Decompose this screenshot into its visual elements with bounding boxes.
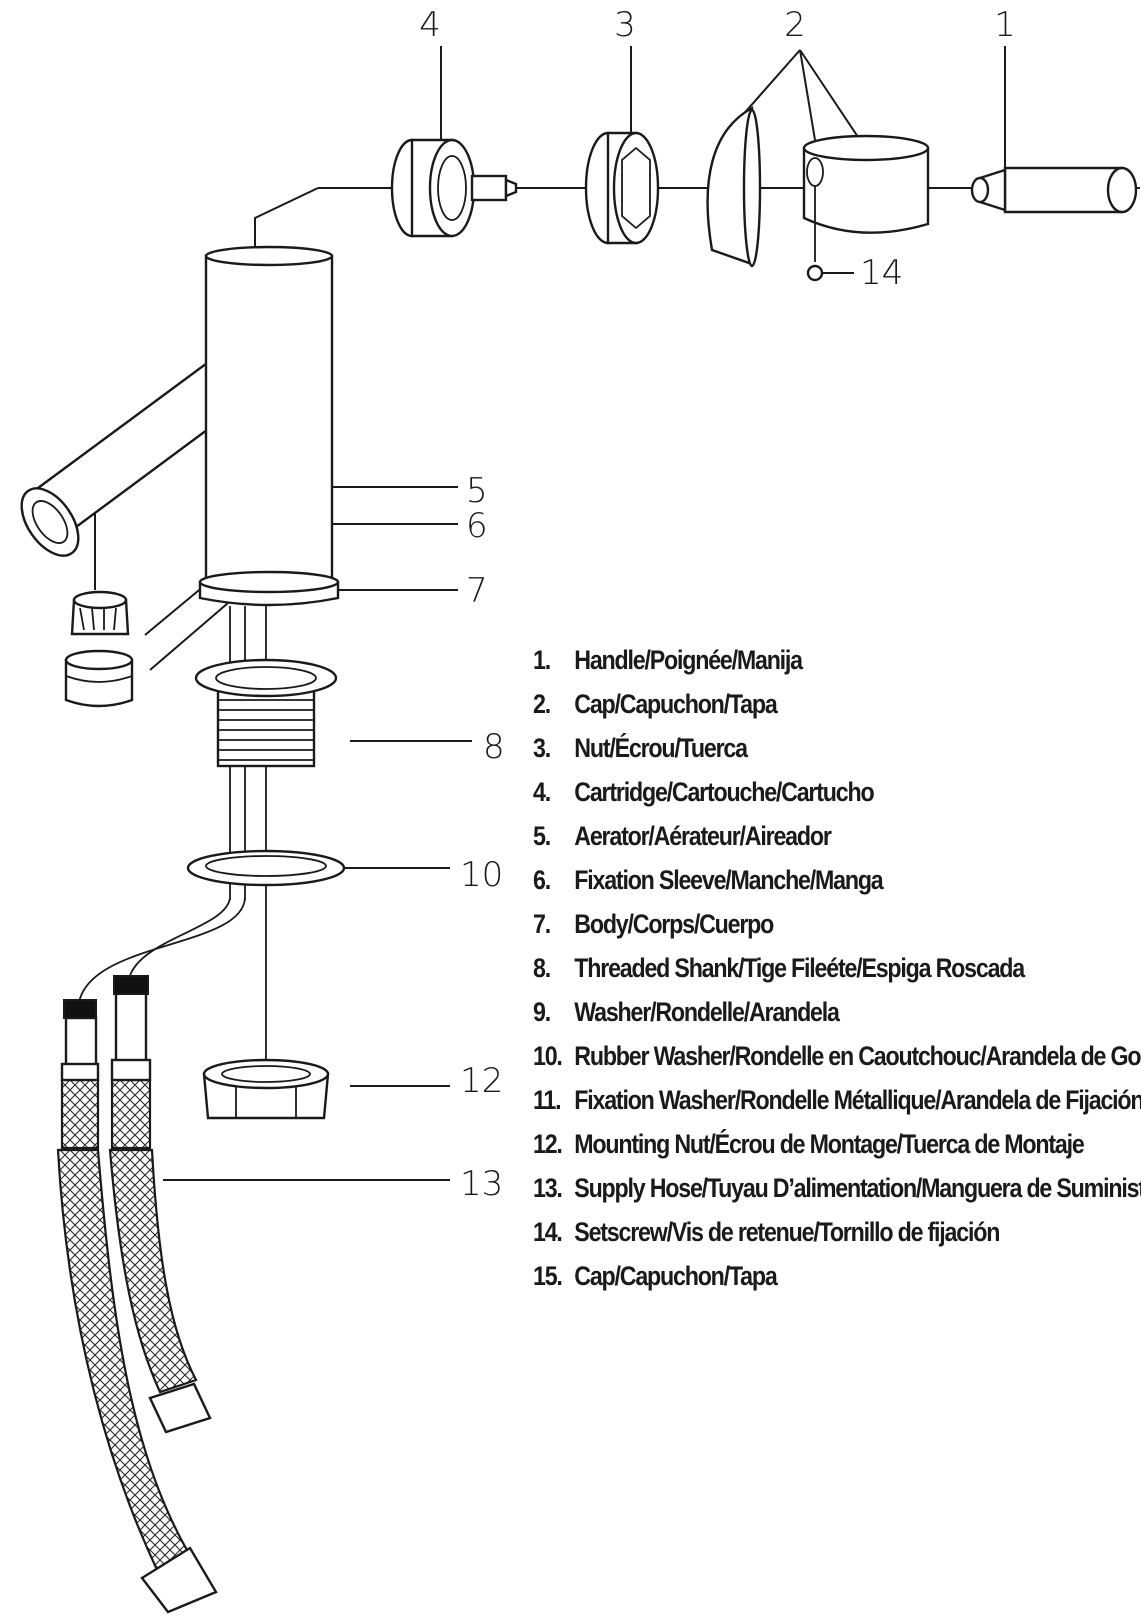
callout-12: 12 (460, 1061, 503, 1101)
parts-list-item: 9.Washer/Rondelle/Arandela (533, 997, 840, 1027)
aerator (70, 590, 130, 636)
parts-list: 1.Handle/Poignée/Manija 2.Cap/Capuchon/T… (533, 638, 1141, 1298)
supply-hose-right (108, 1148, 198, 1394)
callout-5: 5 (466, 471, 488, 511)
callout-2: 2 (784, 5, 806, 45)
callout-7: 7 (466, 571, 488, 611)
parts-list-item: 8.Threaded Shank/Tige Fileéte/Espiga Ros… (533, 953, 1025, 983)
mounting-nut (202, 1058, 330, 1120)
parts-list-item: 3.Nut/Écrou/Tuerca (533, 733, 748, 763)
parts-list-item: 7.Body/Corps/Cuerpo (533, 909, 774, 939)
parts-list-item: 10.Rubber Washer/Rondelle en Caoutchouc/… (533, 1041, 1141, 1071)
callout-1: 1 (994, 5, 1016, 45)
setscrew (806, 186, 824, 282)
rubber-washer (186, 849, 346, 887)
parts-list-item: 12.Mounting Nut/Écrou de Montage/Tuerca … (533, 1129, 1085, 1159)
callout-14: 14 (860, 253, 903, 293)
callout-13: 13 (460, 1164, 503, 1204)
callout-3: 3 (614, 5, 636, 45)
callout-10: 10 (460, 855, 503, 895)
parts-list-item: 1.Handle/Poignée/Manija (533, 645, 803, 675)
callout-4: 4 (419, 5, 441, 45)
nut (584, 131, 660, 245)
cap-cylinder (802, 134, 930, 234)
supply-hoses (56, 897, 246, 1614)
callout-8: 8 (483, 727, 505, 767)
parts-list-item: 13.Supply Hose/Tuyau D’alimentation/Mang… (533, 1173, 1141, 1203)
parts-list-item: 14.Setscrew/Vis de retenue/Tornillo de f… (533, 1217, 1000, 1247)
callout-6: 6 (466, 506, 488, 546)
threaded-shank (194, 658, 338, 768)
parts-list-item: 15.Cap/Capuchon/Tapa (533, 1261, 778, 1291)
parts-list-item: 4.Cartridge/Cartouche/Cartucho (533, 777, 875, 807)
cartridge (390, 138, 518, 238)
parts-list-item: 5.Aerator/Aérateur/Aireador (533, 821, 832, 851)
cap-cone (706, 105, 762, 268)
fixation-sleeve (64, 649, 134, 708)
parts-list-item: 2.Cap/Capuchon/Tapa (533, 689, 778, 719)
handle (970, 166, 1138, 214)
parts-list-item: 11.Fixation Washer/Rondelle Métallique/A… (533, 1085, 1141, 1115)
parts-list-item: 6.Fixation Sleeve/Manche/Manga (533, 865, 884, 895)
faucet-body (20, 245, 340, 607)
